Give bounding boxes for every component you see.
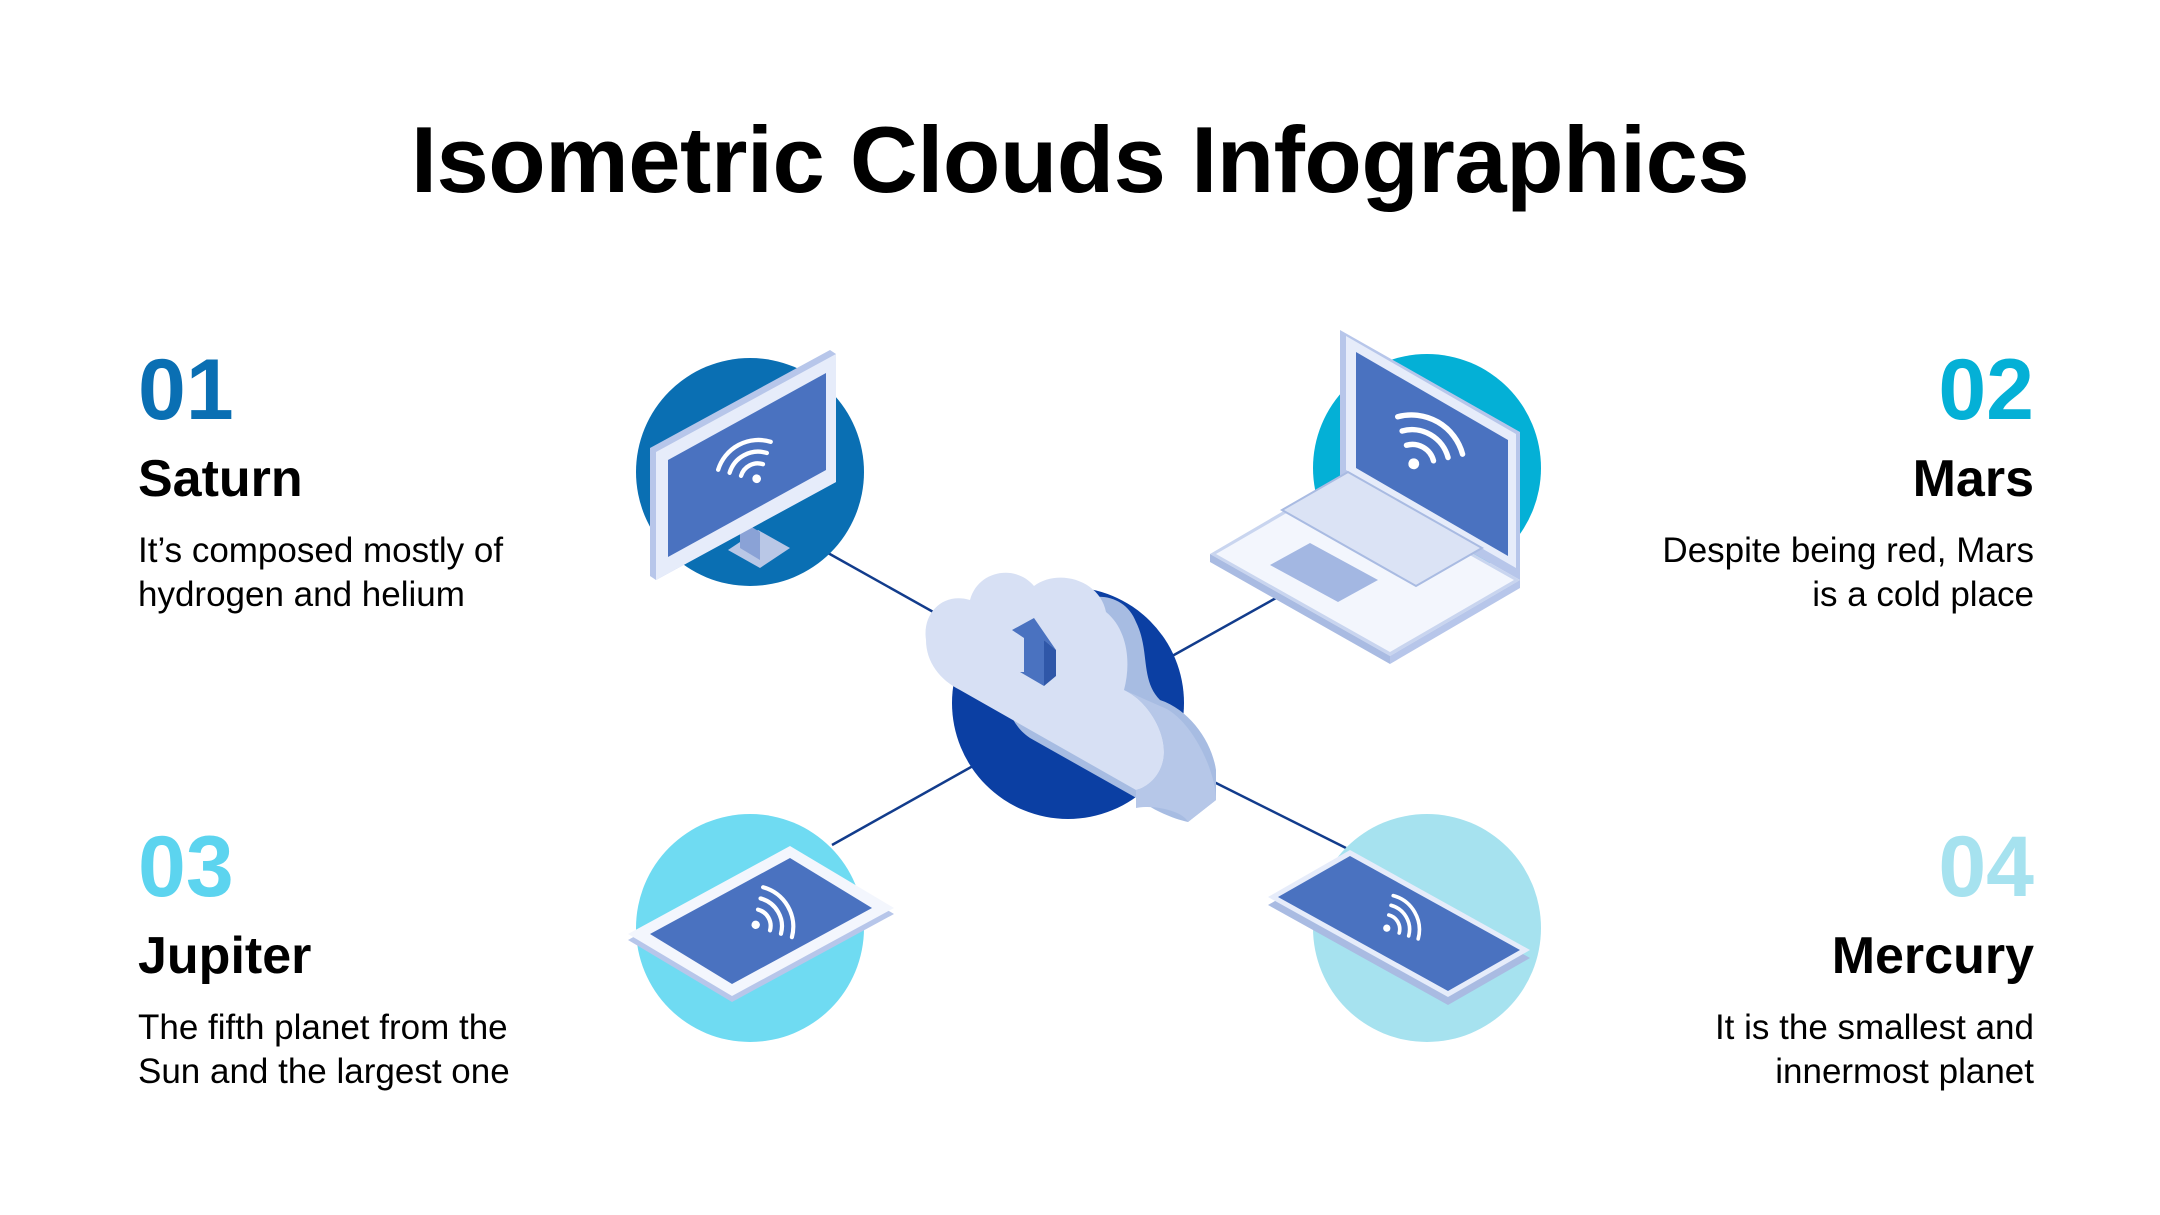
item-name: Jupiter	[138, 927, 312, 985]
connector-line	[1164, 596, 1277, 662]
laptop-icon	[1210, 330, 1520, 664]
item-description: It is the smallest and innermost planet	[1514, 1006, 2034, 1094]
item-name: Mercury	[1831, 927, 2034, 985]
item-description-line: Sun and the largest one	[138, 1052, 510, 1091]
item-name: Saturn	[138, 450, 303, 508]
item-number: 04	[1938, 819, 2034, 915]
item-description-line: It’s composed mostly of	[138, 531, 504, 570]
item-number: 02	[1938, 342, 2034, 438]
connector-line	[831, 760, 981, 847]
item-description-line: Despite being red, Mars	[1662, 531, 2034, 570]
item-description-line: is a cold place	[1812, 575, 2034, 614]
connector-line	[1209, 778, 1347, 850]
item-description-line: hydrogen and helium	[138, 575, 465, 614]
desktop-monitor-icon	[650, 350, 836, 580]
item-name: Mars	[1912, 450, 2034, 508]
item-jupiter: 03 Jupiter The fifth planet from the Sun…	[138, 822, 658, 1094]
item-description: The fifth planet from the Sun and the la…	[138, 1006, 658, 1094]
item-saturn: 01 Saturn It’s composed mostly of hydrog…	[138, 345, 658, 617]
tablet-icon	[628, 846, 894, 1002]
cloud-upload-icon	[925, 572, 1216, 822]
item-number: 01	[138, 342, 234, 438]
item-number: 03	[138, 819, 234, 915]
smartphone-icon	[1268, 850, 1530, 1005]
item-mercury: 04 Mercury It is the smallest and innerm…	[1514, 822, 2034, 1094]
item-description-line: innermost planet	[1775, 1052, 2034, 1091]
item-mars: 02 Mars Despite being red, Mars is a col…	[1514, 345, 2034, 617]
item-description-line: It is the smallest and	[1714, 1008, 2034, 1047]
item-description-line: The fifth planet from the	[138, 1008, 508, 1047]
item-description: Despite being red, Mars is a cold place	[1514, 529, 2034, 617]
page-title: Isometric Clouds Infographics	[410, 107, 1750, 212]
item-description: It’s composed mostly of hydrogen and hel…	[138, 529, 658, 617]
